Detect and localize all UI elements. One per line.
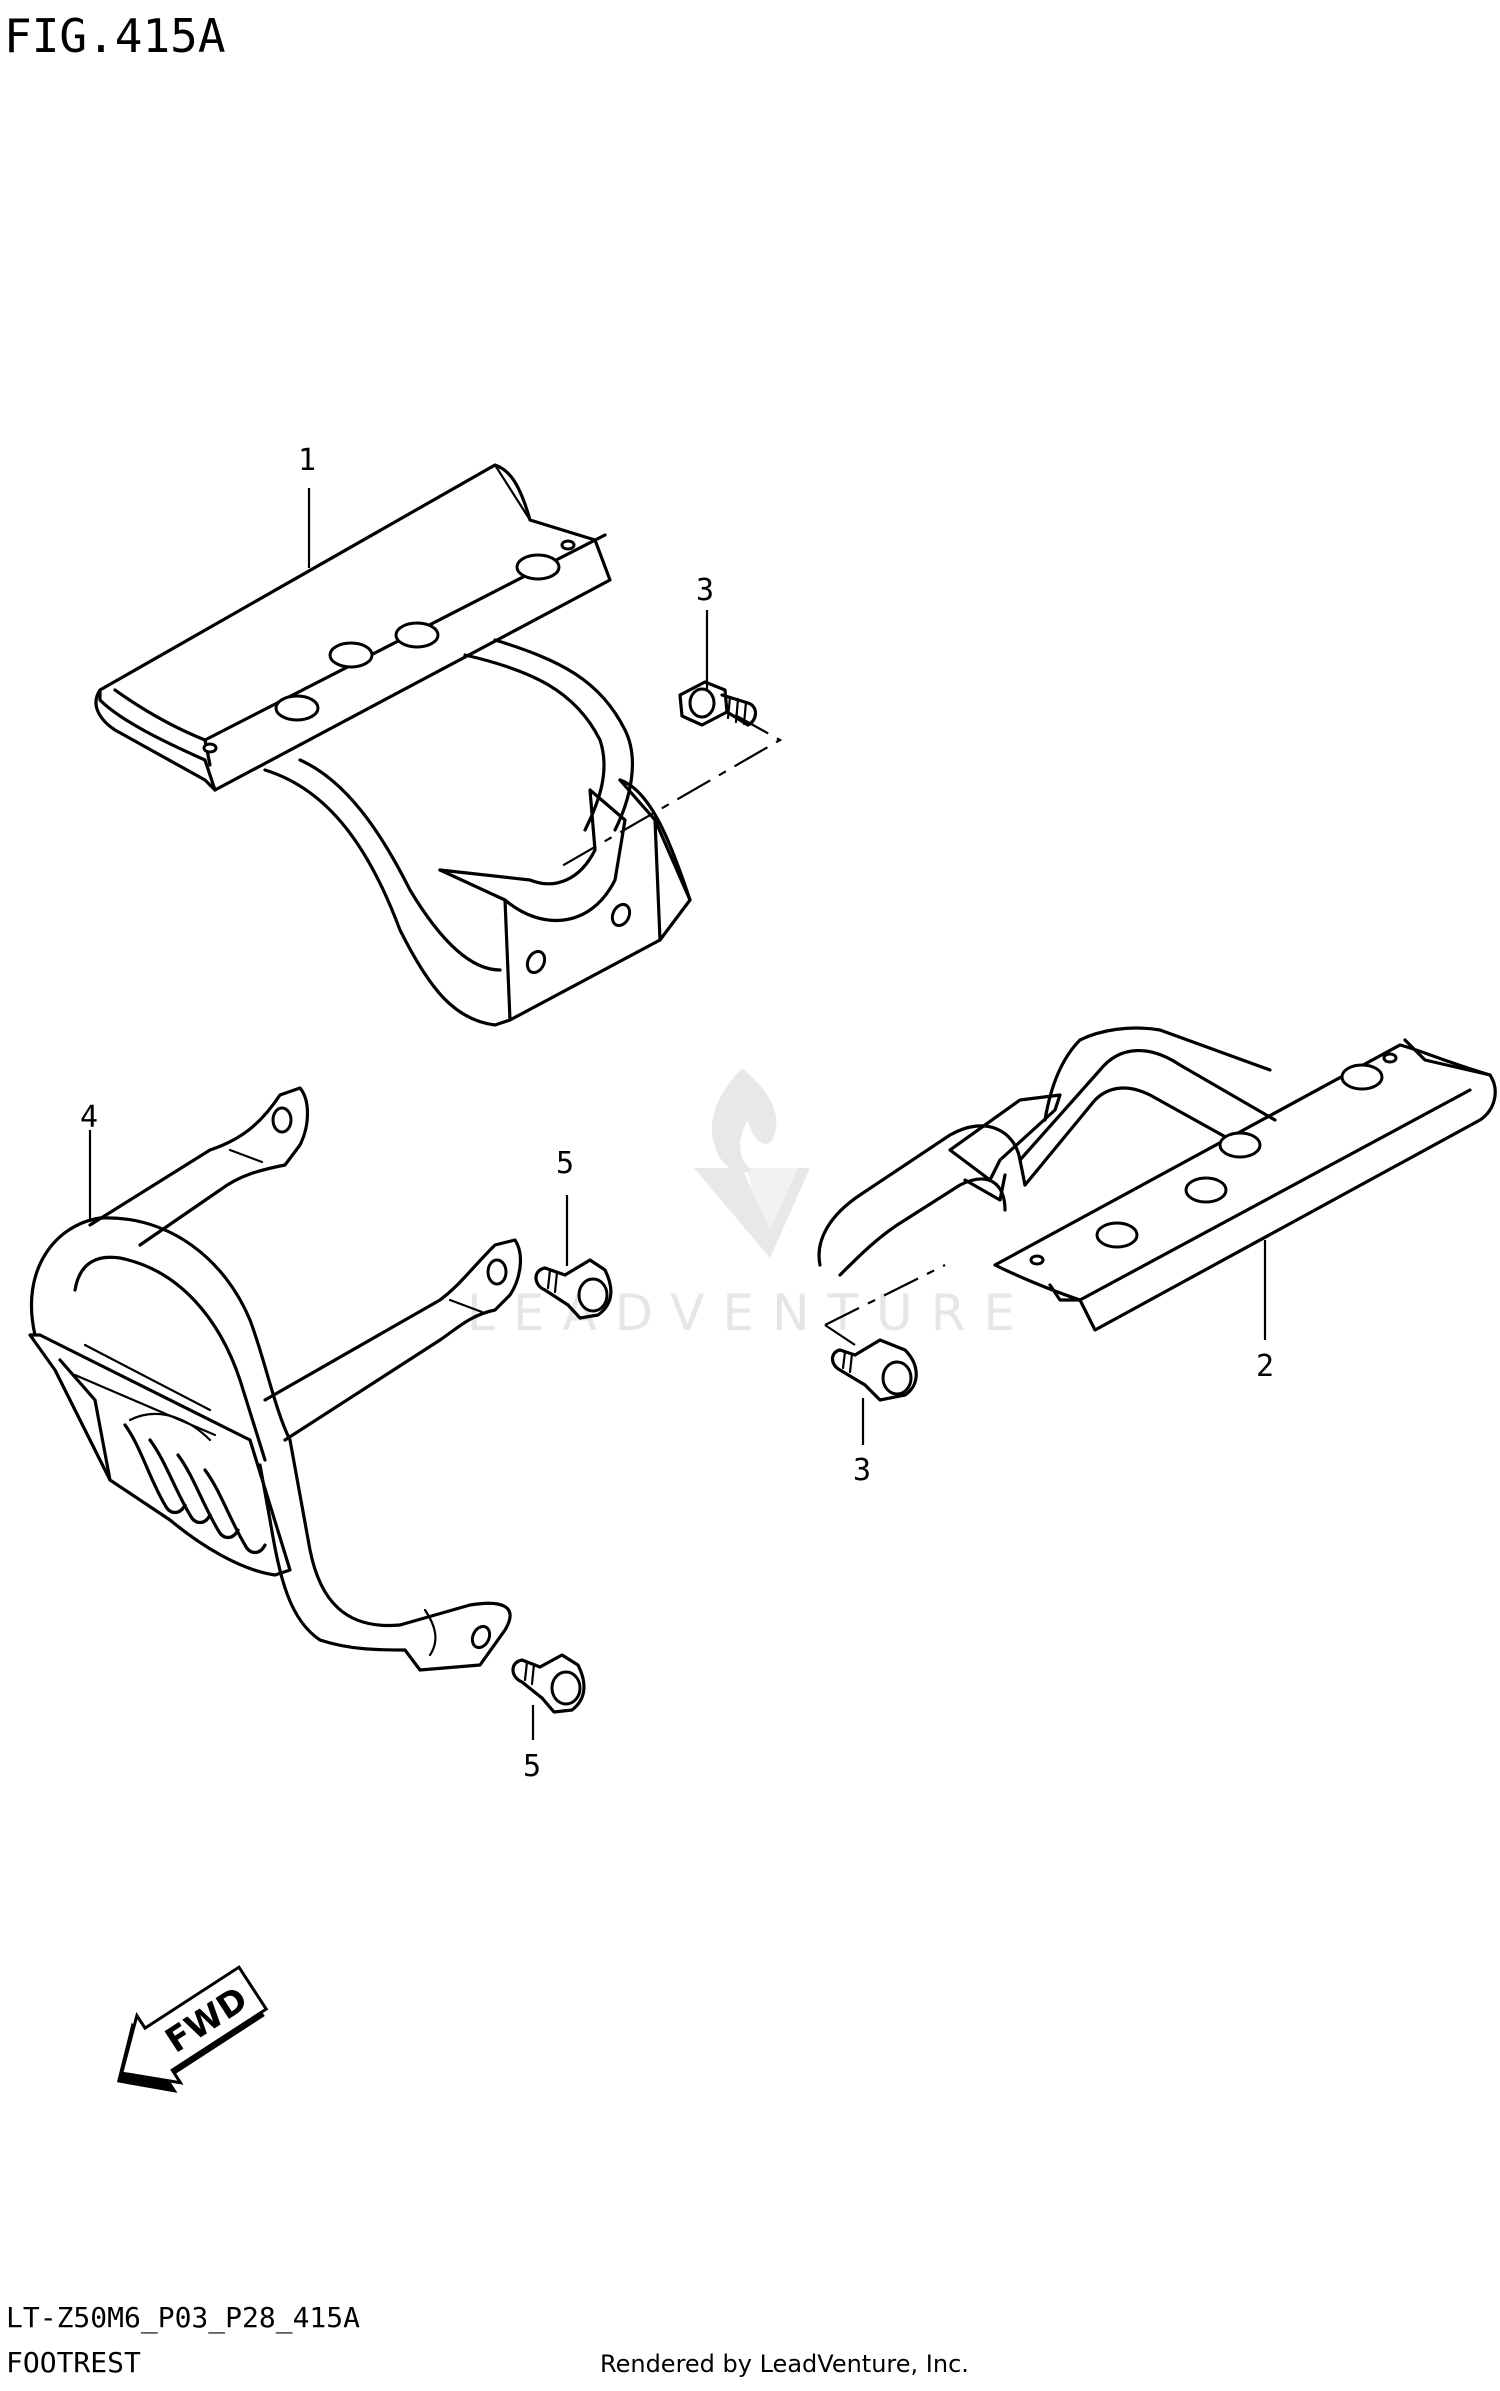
figure-name: FOOTREST — [6, 2346, 141, 2379]
callout-3a: 3 — [696, 573, 714, 608]
watermark-logo — [694, 1068, 810, 1258]
bolt-5-upper — [534, 1258, 613, 1320]
fwd-direction-badge: FWD — [116, 1965, 269, 2093]
figure-code: LT-Z50M6_P03_P28_415A — [6, 2301, 360, 2335]
part-2-footrest-right — [817, 1026, 1497, 1332]
watermark-text: LEADVENTURE — [467, 1284, 1033, 1342]
figure-title: FIG.415A — [4, 9, 226, 63]
leader-lines — [88, 488, 1267, 1740]
callout-4: 4 — [80, 1100, 98, 1135]
callout-2: 2 — [1256, 1349, 1274, 1384]
part-4-heel-guard — [28, 1086, 523, 1672]
callout-1: 1 — [298, 443, 316, 478]
part-1-footrest-left — [94, 463, 692, 1027]
bolt-3-upper — [678, 680, 758, 727]
credit-line: Rendered by LeadVenture, Inc. — [600, 2350, 969, 2378]
bolt-5-lower — [511, 1653, 586, 1714]
callout-5b: 5 — [523, 1749, 541, 1784]
callout-3b: 3 — [853, 1453, 871, 1488]
callout-5a: 5 — [556, 1146, 574, 1181]
bolt-3-lower — [830, 1338, 918, 1402]
